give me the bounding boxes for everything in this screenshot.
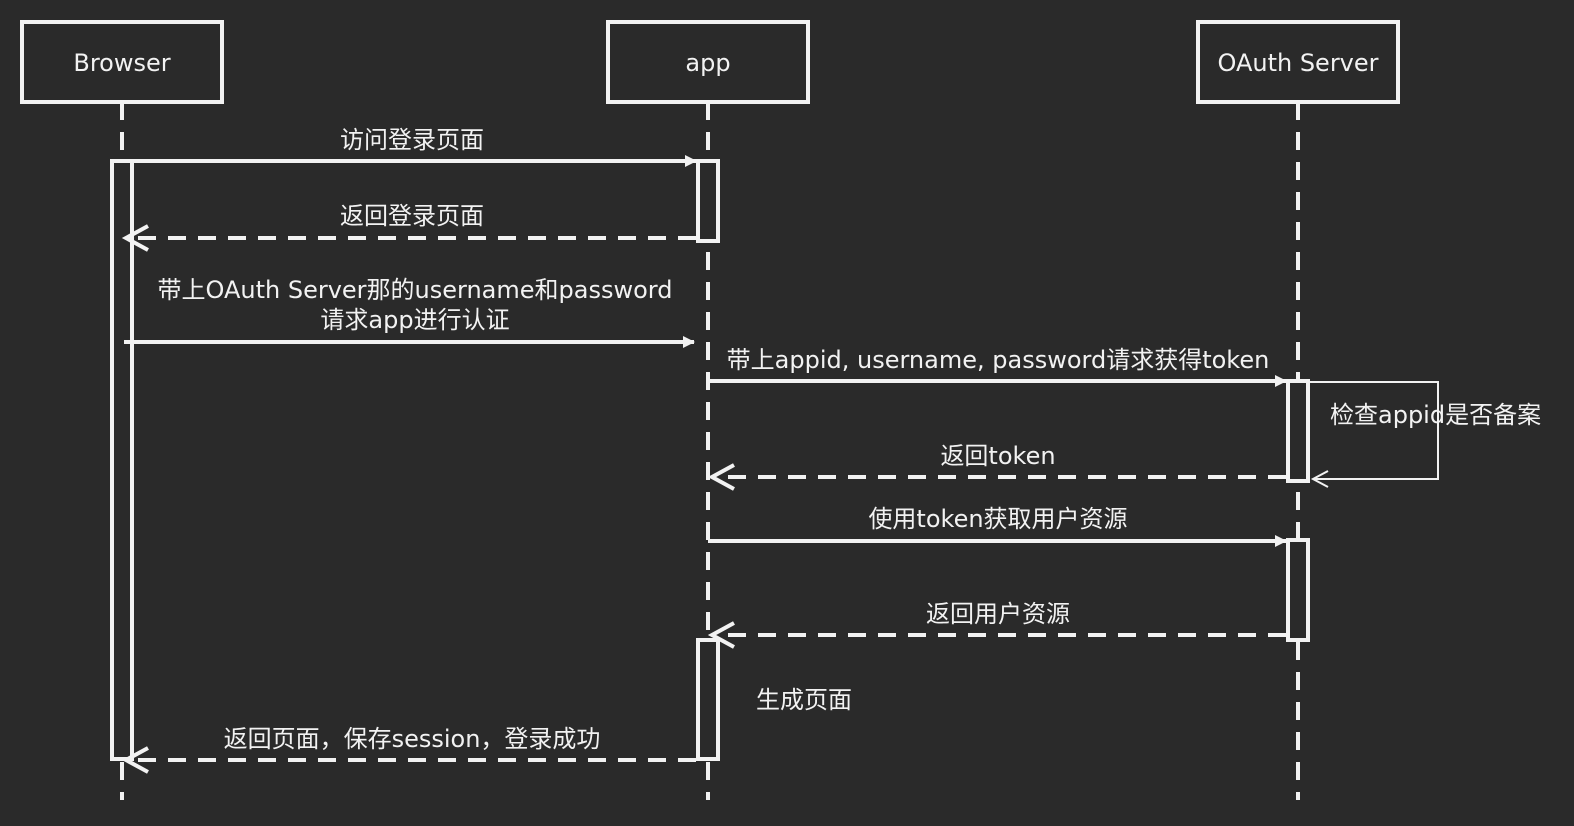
arrow-head-open xyxy=(121,224,149,252)
participant-app: app xyxy=(606,20,810,104)
arrow-head-open xyxy=(1310,470,1329,488)
message-auth-request: 带上OAuth Server那的username和password 请求app进… xyxy=(124,276,695,348)
message-label: 访问登录页面 xyxy=(340,126,484,154)
message-get-user-resource: 使用token获取用户资源 xyxy=(708,505,1287,547)
message-return-login-page: 返回登录页面 xyxy=(121,202,696,252)
participant-browser: Browser xyxy=(20,20,224,104)
activation-oauth-1 xyxy=(1286,379,1310,483)
message-label-line2: 请求app进行认证 xyxy=(320,306,509,334)
participant-oauth-server: OAuth Server xyxy=(1196,20,1400,104)
arrow-head-open xyxy=(707,463,735,491)
activation-browser xyxy=(110,159,134,761)
message-label: 返回token xyxy=(940,442,1055,470)
participant-app-label: app xyxy=(685,49,730,77)
participant-browser-label: Browser xyxy=(73,49,170,77)
message-visit-login-page: 访问登录页面 xyxy=(132,126,697,167)
message-return-page-success: 返回页面，保存session，登录成功 xyxy=(121,725,696,774)
message-check-appid: 检查appid是否备案 xyxy=(1308,381,1541,488)
note-generate-page: 生成页面 xyxy=(756,686,852,714)
activation-oauth-2 xyxy=(1286,538,1310,642)
message-label: 带上appid, username, password请求获得token xyxy=(727,346,1270,374)
message-request-token: 带上appid, username, password请求获得token xyxy=(710,346,1287,387)
message-label: 返回登录页面 xyxy=(340,202,484,230)
activation-app-2 xyxy=(696,638,720,761)
self-call-line xyxy=(1308,381,1439,480)
participant-oauth-server-label: OAuth Server xyxy=(1217,49,1378,77)
arrow-head-open xyxy=(707,621,735,649)
message-return-user-resource: 返回用户资源 xyxy=(707,600,1286,649)
message-label: 返回页面，保存session，登录成功 xyxy=(224,725,601,753)
arrow-head-open xyxy=(121,746,149,774)
message-return-token: 返回token xyxy=(707,442,1286,491)
activation-app-1 xyxy=(696,159,720,243)
message-label-line1: 带上OAuth Server那的username和password xyxy=(158,276,673,304)
message-label: 检查appid是否备案 xyxy=(1330,401,1541,429)
message-label: 使用token获取用户资源 xyxy=(868,505,1127,533)
message-label: 返回用户资源 xyxy=(926,600,1070,628)
